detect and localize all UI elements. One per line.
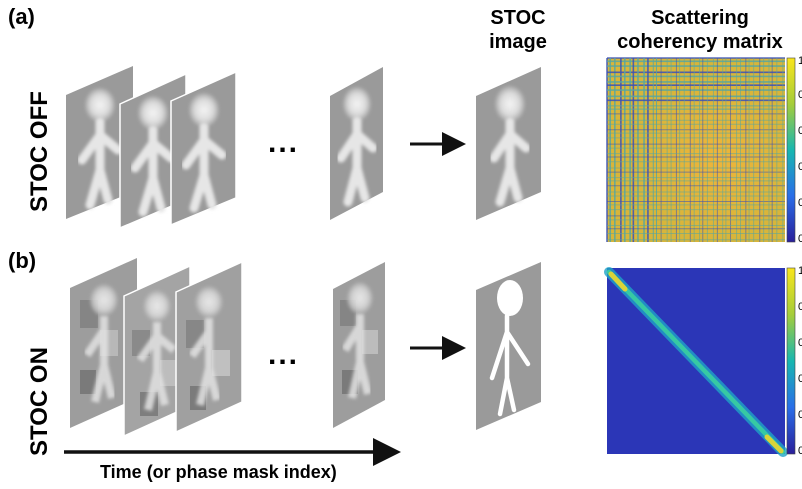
header-stoc-image: STOC image (468, 6, 568, 54)
colorbar-a-tick-2: 0 (798, 89, 802, 101)
matrix-stoc-on (604, 267, 788, 457)
ellipsis-row-a: ... (268, 126, 300, 159)
colorbar-a-tick-5: 0 (798, 197, 802, 209)
stoc-off-frame-1 (66, 66, 133, 219)
ellipsis-row-b: ... (268, 338, 300, 371)
header-matrix-line1: Scattering (651, 7, 749, 29)
colorbar-a-tick-1: 1 (798, 55, 802, 67)
header-stoc-image-line1: STOC (490, 7, 546, 29)
stoc-off-result-image (476, 67, 541, 220)
colorbar-b-tick-3: 0 (798, 337, 802, 349)
colorbar-a (786, 57, 796, 243)
stoc-on-frame-3 (175, 260, 243, 434)
colorbar-a-tick-4: 0 (798, 161, 802, 173)
stoc-on-frame-1 (70, 258, 137, 428)
time-axis-label: Time (or phase mask index) (100, 462, 337, 482)
stoc-off-frame-2 (119, 72, 187, 230)
colorbar-a-tick-6: 0 (798, 233, 802, 245)
colorbar-b-tick-1: 1 (798, 265, 802, 277)
colorbar-b-tick-6: 0 (798, 445, 802, 457)
stoc-off-frame-n (330, 67, 383, 220)
panel-label-b: (b) (8, 248, 37, 273)
header-matrix-line2: coherency matrix (617, 31, 783, 53)
colorbar-b (786, 267, 796, 455)
colorbar-a-tick-3: 0 (798, 125, 802, 137)
stoc-off-frame-3 (170, 70, 237, 227)
colorbar-b-tick-2: 0 (798, 301, 802, 313)
header-stoc-image-line2: image (489, 31, 547, 53)
stoc-on-frame-n (333, 262, 385, 428)
colorbar-b-tick-4: 0 (798, 373, 802, 385)
panel-label-a: (a) (8, 4, 35, 29)
stoc-on-frame-2 (123, 264, 191, 438)
colorbar-b-tick-5: 0 (798, 409, 802, 421)
stoc-on-result-image (476, 262, 541, 430)
matrix-stoc-off (606, 57, 785, 242)
header-coherency-matrix: Scattering coherency matrix (600, 6, 800, 54)
